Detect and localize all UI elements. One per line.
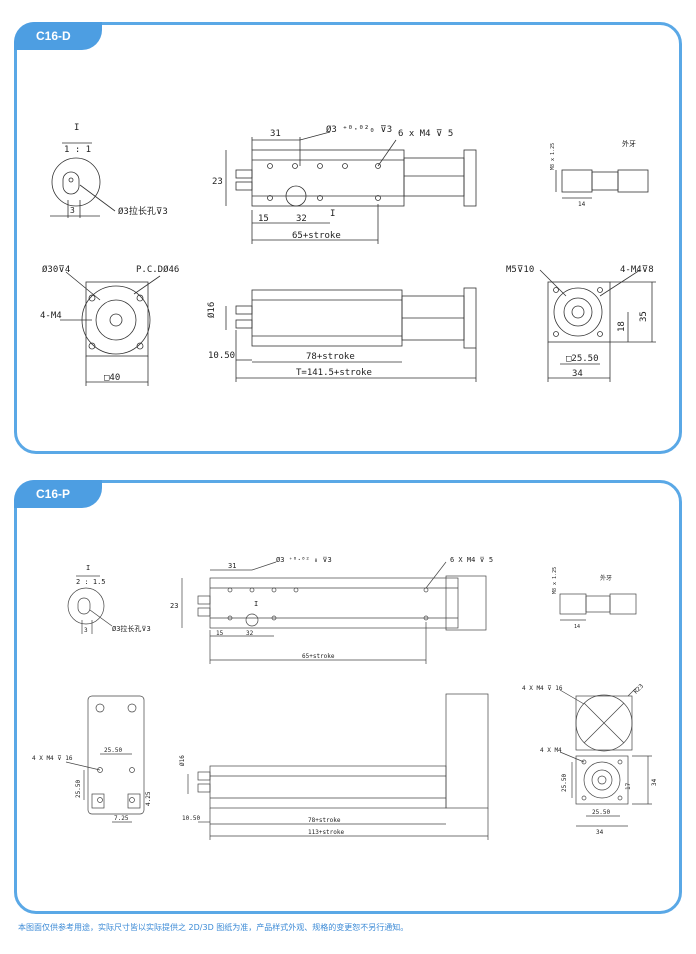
front-tap-d: 4-M4 xyxy=(40,311,62,321)
drawing-c16-d: I 1 : 1 Ø3拉长孔⊽3 3 31 Ø3 ⁺⁰·⁰²₀ ⊽3 6 x M4… xyxy=(40,123,656,386)
front-view-d xyxy=(60,271,161,386)
top-hole-note-d: Ø3 ⁺⁰·⁰²₀ ⊽3 xyxy=(326,124,392,135)
end-35-d: 35 xyxy=(639,311,649,322)
front-square-d: □40 xyxy=(104,373,120,383)
front-pcd-d: P.C.DØ46 xyxy=(136,264,179,275)
side-total-d: T=141.5+stroke xyxy=(296,368,372,378)
top-view-d xyxy=(225,131,477,244)
top-dim-32-d: 32 xyxy=(296,214,307,224)
panel-c16-p xyxy=(14,480,682,914)
thread-view-d xyxy=(555,169,649,199)
detail-view-d xyxy=(50,142,116,218)
top-len-d: 65+stroke xyxy=(292,231,341,241)
top-dim-15-d: 15 xyxy=(258,214,269,224)
front-hole-note-d: Ø30⊽4 xyxy=(42,264,70,275)
thread-len-d: 14 xyxy=(578,201,586,208)
side-view-d xyxy=(225,287,477,382)
end-m5-d: M5⊽10 xyxy=(506,265,534,275)
thread-label-d: 外牙 xyxy=(622,139,636,148)
detail-mark-d: I xyxy=(74,123,79,133)
side-len78-d: 78+stroke xyxy=(306,352,355,362)
side-1050-d: 10.50 xyxy=(208,351,235,361)
top-dim-31-d: 31 xyxy=(270,129,281,139)
detail-hole-d: Ø3拉长孔⊽3 xyxy=(118,205,168,217)
detail-dim-d: 3 xyxy=(70,206,75,215)
section-tag-c16-d: C16-D xyxy=(14,22,102,50)
side-dia-d: Ø16 xyxy=(206,302,217,318)
detail-scale-d: 1 : 1 xyxy=(64,145,91,155)
footer-note: 本图面仅供参考用途，实际尺寸皆以实际提供之 2D/3D 图纸为准，产品样式外观、… xyxy=(18,923,409,932)
end-2550-d: □25.50 xyxy=(566,354,599,364)
top-dim-23-d: 23 xyxy=(212,177,223,187)
section-tag-c16-p: C16-P xyxy=(14,480,102,508)
top-mark-d: I xyxy=(330,209,335,219)
end-tap-d: 4-M4⊽8 xyxy=(620,265,654,275)
end-18-d: 18 xyxy=(617,321,627,332)
top-tap-note-d: 6 x M4 ⊽ 5 xyxy=(398,129,453,139)
end-view-d xyxy=(539,269,656,382)
thread-dia-d: M8 x 1.25 xyxy=(550,143,556,170)
end-34-d: 34 xyxy=(572,369,583,379)
